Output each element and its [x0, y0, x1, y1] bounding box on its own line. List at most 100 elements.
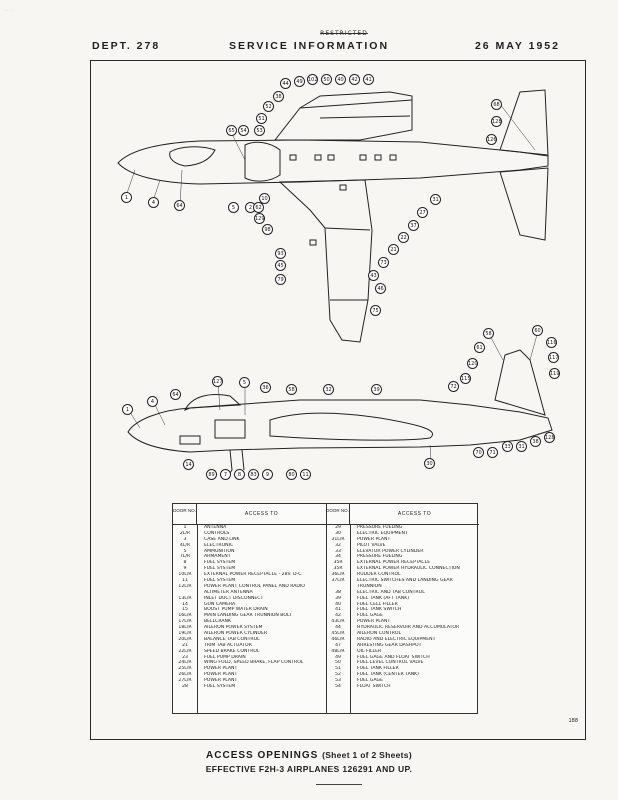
diagram-frame [90, 60, 586, 740]
door-number: 17L/R [178, 619, 192, 625]
callout-37: 37 [408, 220, 419, 231]
callout-64-side: 64 [170, 389, 181, 400]
access-description: GUN CAMERA [204, 601, 236, 607]
access-description: PRESSURE FUELING [357, 554, 403, 560]
door-number: 27L/R [178, 678, 192, 684]
table-row: 24L/R WING FOLD, SPEED BRAKE, FLAP CONTRO… [173, 660, 326, 666]
door-number: 14 [182, 601, 188, 607]
date-label: 26 MAY 1952 [474, 40, 560, 52]
door-number: 52 [335, 672, 341, 678]
callout-44: 44 [280, 78, 291, 89]
door-number: 22L/R [178, 648, 192, 654]
door-number: 49 [335, 654, 341, 660]
door-number: 15 [182, 607, 188, 613]
callout-21: 21 [388, 244, 399, 255]
access-description: AILERON POWER CYLINDER [204, 631, 268, 637]
door-number: 20L/R [178, 636, 192, 642]
callout-31-side: 31 [516, 441, 527, 452]
access-description: SPEED BRAKE CONTROL [204, 648, 260, 654]
top-wing-lower [278, 179, 373, 343]
access-description: BELLCRANK [204, 619, 231, 625]
door-no-header: DOOR NO. [326, 504, 350, 524]
callout-45: 45 [275, 260, 286, 271]
callout-117: 117 [548, 352, 559, 363]
table-row: 9 FUEL SYSTEM [173, 566, 326, 572]
callout-102: 102 [307, 74, 318, 85]
access-description: FUEL GAGE [357, 613, 384, 619]
column-divider [197, 524, 198, 713]
callout-79: 79 [275, 274, 286, 285]
callout-83: 83 [248, 469, 259, 480]
door-number: 5 [183, 548, 187, 554]
access-to-header: ACCESS TO [244, 511, 279, 517]
callout-1-top: 1 [121, 192, 132, 203]
access-description: ELECTRIC EQUIPMENT [357, 530, 408, 536]
callout-119: 119 [549, 368, 560, 379]
door-number: 28 [182, 684, 188, 690]
callout-75: 75 [370, 305, 381, 316]
door-number: 45L/R [331, 631, 345, 637]
callout-43: 43 [368, 270, 379, 281]
callout-38-side: 38 [530, 436, 541, 447]
callout-65: 65 [226, 125, 237, 136]
access-description: FUEL SYSTEM [204, 566, 236, 572]
door-number: 51 [335, 666, 341, 672]
door-number: 24L/R [178, 660, 192, 666]
callout-98: 98 [262, 224, 273, 235]
access-description: CONTROLS [204, 530, 230, 536]
access-description: OIL FILLER [357, 648, 382, 654]
access-description: WING FOLD, SPEED BRAKE, FLAP CONTROL [204, 660, 304, 666]
access-description: FUEL TANK FILLER [357, 666, 399, 672]
table-row: 51 FUEL TANK FILLER [326, 666, 479, 672]
callout-120: 120 [467, 358, 478, 369]
door-number: 47 [335, 642, 341, 648]
door-number: 4L/R [179, 542, 191, 548]
door-number: 43L/R [331, 619, 345, 625]
redaction-mark [316, 784, 362, 790]
callout-36: 36 [260, 382, 271, 393]
access-to-header: ACCESS TO [397, 511, 432, 517]
side-fuselage [127, 399, 553, 453]
callout-50: 50 [321, 74, 332, 85]
callout-38: 38 [273, 91, 284, 102]
callout-42: 42 [349, 74, 360, 85]
callout-39: 39 [371, 384, 382, 395]
door-number: 25L/R [178, 666, 192, 672]
caption-main: ACCESS OPENINGS [206, 750, 319, 761]
access-description: ELECTRONIC [204, 542, 234, 548]
door-number: 18L/R [178, 625, 192, 631]
page-title: SERVICE INFORMATION [228, 40, 390, 52]
callout-4-side: 4 [147, 396, 158, 407]
callout-70: 70 [473, 447, 484, 458]
callout-5: 5 [228, 202, 239, 213]
door-number: 33 [335, 548, 341, 554]
door-number: 42 [335, 613, 341, 619]
access-description: BALANCE TAB CONTROL [204, 636, 260, 642]
top-tail [499, 89, 549, 156]
callout-54: 54 [238, 125, 249, 136]
door-number: 9 [183, 566, 187, 572]
table-row: 22L/R SPEED BRAKE CONTROL [173, 649, 326, 655]
door-number: 19L/R [178, 631, 192, 637]
